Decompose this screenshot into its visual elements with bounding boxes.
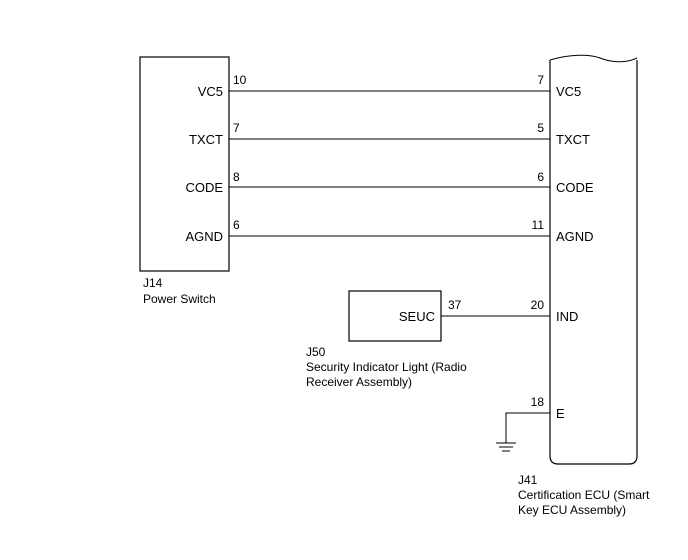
ecu-terminal-e: E [556, 406, 565, 421]
wire-vc5-from-pin: 10 [233, 73, 247, 87]
ground-connection: 18 [496, 395, 550, 452]
ecu-box-break-line [549, 54, 638, 63]
indicator-component: SEUC J50 Security Indicator Light (Radio… [306, 290, 467, 389]
wire-code-from-pin: 8 [233, 170, 240, 184]
wire-txct-from-pin: 7 [233, 121, 240, 135]
indicator-terminal-seuc: SEUC [399, 309, 435, 324]
ecu-ref: J41 [518, 473, 538, 487]
wire-vc5-to-pin: 7 [537, 73, 544, 87]
indicator-ref: J50 [306, 345, 326, 359]
indicator-name-line1: Security Indicator Light (Radio [306, 360, 467, 374]
wire-code: 8 6 [229, 170, 550, 188]
power-switch-ref: J14 [143, 276, 163, 290]
wire-txct-to-pin: 5 [537, 121, 544, 135]
ecu-terminal-txct: TXCT [556, 132, 590, 147]
ecu-box-outline [549, 60, 638, 465]
power-switch-terminal-agnd: AGND [185, 229, 223, 244]
power-switch-name: Power Switch [143, 292, 216, 306]
ecu-terminal-code: CODE [556, 180, 594, 195]
ecu-terminal-agnd: AGND [556, 229, 594, 244]
wire-vc5: 10 7 [229, 73, 550, 92]
power-switch-terminal-code: CODE [185, 180, 223, 195]
wire-ind-to-pin: 20 [531, 298, 545, 312]
wire-code-to-pin: 6 [537, 170, 544, 184]
power-switch-terminal-vc5: VC5 [198, 84, 223, 99]
wire-agnd-to-pin: 11 [532, 218, 545, 232]
power-switch-box [139, 56, 230, 272]
power-switch-terminal-txct: TXCT [189, 132, 223, 147]
wire-agnd: 6 11 [229, 218, 550, 237]
wire-ind: 37 20 [441, 298, 550, 317]
wire-txct: 7 5 [229, 121, 550, 140]
ecu-terminal-vc5: VC5 [556, 84, 581, 99]
ecu-terminal-ind: IND [556, 309, 578, 324]
ecu-name-line1: Certification ECU (Smart [518, 488, 650, 502]
wire-agnd-from-pin: 6 [233, 218, 240, 232]
power-switch-component: VC5 TXCT CODE AGND J14 Power Switch [139, 56, 230, 306]
indicator-name-line2: Receiver Assembly) [306, 375, 412, 389]
ground-icon [496, 442, 516, 452]
ground-wire [505, 412, 550, 443]
ecu-name-line2: Key ECU Assembly) [518, 503, 626, 517]
ground-pin: 18 [531, 395, 545, 409]
wire-ind-from-pin: 37 [448, 298, 462, 312]
ecu-component: VC5 TXCT CODE AGND IND E J41 Certificati… [518, 54, 650, 517]
